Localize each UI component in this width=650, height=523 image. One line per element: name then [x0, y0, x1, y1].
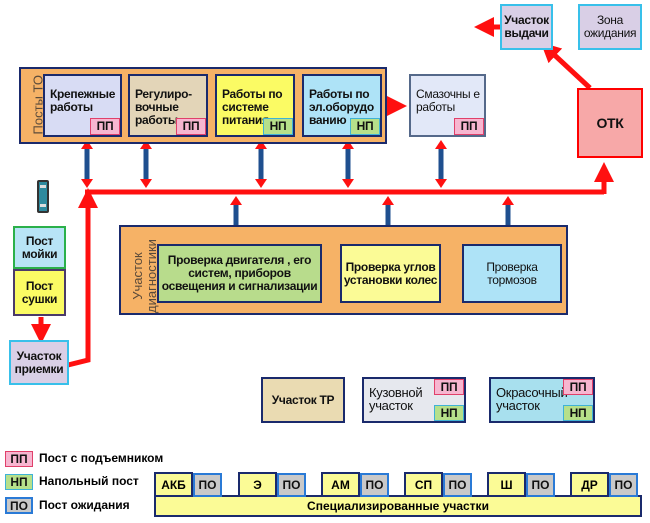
to-post-label: Регулиро-вочные работы [135, 87, 192, 127]
engine-check[interactable]: Проверка двигателя , его систем, приборо… [157, 244, 322, 303]
bidirectional-link [255, 140, 267, 188]
legend-pp-swatch: ПП [5, 451, 33, 467]
to-post-adjustment[interactable]: Регулиро-вочные работы ПП [128, 74, 208, 137]
waiting-post-tag: ПО [609, 473, 638, 497]
floor-post-tag: НП [350, 118, 380, 135]
paint-shop[interactable]: Окрасочный участок ПП НП [489, 377, 595, 423]
specialized-area[interactable]: Э [238, 472, 277, 497]
engine-check-label: Проверка двигателя , его систем, приборо… [161, 253, 318, 293]
floor-post-tag: НП [563, 405, 593, 421]
bidirectional-link [342, 140, 354, 188]
body-shop[interactable]: Кузовной участок ПП НП [362, 377, 466, 423]
dry-post-label: Пост сушки [21, 278, 58, 306]
waiting-post-tag: ПО [443, 473, 472, 497]
lift-post-tag: ПП [563, 379, 593, 395]
wash-post-label: Пост мойки [21, 233, 58, 261]
to-post-fuel-system[interactable]: Работы по системе питания НП [215, 74, 295, 137]
otk-label: ОТК [596, 114, 624, 131]
dry-post[interactable]: Пост сушки [13, 269, 66, 316]
tr-area[interactable]: Участок ТР [261, 377, 345, 423]
specialized-areas-bar: Специализированные участки [154, 495, 642, 517]
waiting-post-tag: ПО [360, 473, 389, 497]
specialized-area[interactable]: АКБ [154, 472, 193, 497]
issue-area[interactable]: Участок выдачи [500, 4, 553, 50]
to-post-label: Работы по системе питания [222, 87, 283, 127]
legend-pp-label: Пост с подъемником [39, 451, 164, 465]
floor-post-tag: НП [263, 118, 293, 135]
brakes-check-label: Проверка тормозов [486, 259, 538, 287]
bidirectional-link [81, 140, 93, 188]
tr-area-label: Участок ТР [271, 392, 335, 407]
lift-post-tag: ПП [434, 379, 464, 395]
to-post-electrical[interactable]: Работы по эл.оборудо ванию НП [302, 74, 382, 137]
otk-box[interactable]: ОТК [577, 88, 643, 158]
waiting-post-tag: ПО [193, 473, 222, 497]
legend-np-swatch: НП [5, 474, 33, 490]
legend-po-label: Пост ожидания [39, 498, 130, 512]
waiting-zone[interactable]: Зона ожидания [578, 4, 642, 50]
bidirectional-link [435, 140, 447, 188]
waiting-zone-label: Зона ожидания [583, 13, 637, 40]
legend-po-swatch: ПО [5, 497, 33, 514]
main-flow-bus [67, 162, 614, 368]
waiting-post-tag: ПО [277, 473, 306, 497]
lubrication-label: Смазочны е работы [416, 87, 480, 114]
wheel-alignment-label: Проверка углов установки колес [343, 259, 438, 287]
wheel-alignment-check[interactable]: Проверка углов установки колес [340, 244, 441, 303]
diagnostics-label: Участок диагностики [130, 239, 159, 313]
specialized-area[interactable]: Ш [487, 472, 526, 497]
floor-post-tag: НП [434, 405, 464, 421]
otk-to-issue-arrow [540, 42, 592, 90]
legend-np-label: Напольный пост [39, 474, 139, 488]
reception-label: Участок приемки [14, 348, 64, 376]
device-icon [37, 180, 49, 213]
lift-post-tag: ПП [176, 118, 206, 135]
specialized-area[interactable]: СП [404, 472, 443, 497]
specialized-area[interactable]: ДР [570, 472, 609, 497]
to-post-label: Работы по эл.оборудо ванию [309, 87, 374, 127]
to-post-label: Крепежные работы [50, 87, 116, 114]
body-shop-label: Кузовной участок [369, 385, 423, 413]
lift-post-tag: ПП [90, 118, 120, 135]
issue-area-label: Участок выдачи [504, 13, 549, 40]
lift-post-tag: ПП [454, 118, 484, 135]
specialized-label: Специализированные участки [307, 499, 489, 513]
brakes-check[interactable]: Проверка тормозов [462, 244, 562, 303]
bidirectional-link [140, 140, 152, 188]
wash-post[interactable]: Пост мойки [13, 226, 66, 269]
lubrication-post[interactable]: Смазочны е работы ПП [409, 74, 486, 137]
specialized-area[interactable]: АМ [321, 472, 360, 497]
paint-shop-label: Окрасочный участок [496, 385, 568, 413]
to-post-fastening[interactable]: Крепежные работы ПП [43, 74, 122, 137]
reception-area[interactable]: Участок приемки [9, 340, 69, 385]
waiting-post-tag: ПО [526, 473, 555, 497]
